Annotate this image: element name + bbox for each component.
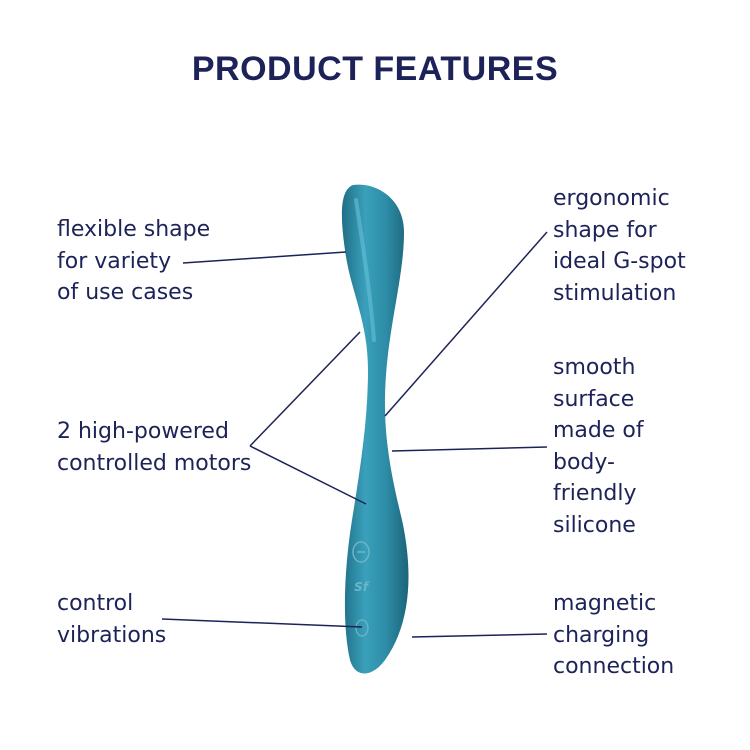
- feature-ergonomic-shape: ergonomic shape for ideal G-spot stimula…: [553, 186, 686, 306]
- vibrator-body: [341, 184, 409, 674]
- line-control: [161, 618, 363, 628]
- brand-logo: Sf: [354, 580, 370, 594]
- line-motor-lower: [249, 445, 367, 505]
- vibration-button-icon: [355, 619, 369, 637]
- line-motor-upper: [249, 331, 361, 447]
- line-flexible: [182, 251, 347, 264]
- body-highlight: [354, 198, 376, 342]
- feature-magnetic-charging: magnetic charging connection: [553, 591, 675, 679]
- feature-control-vibrations: control vibrations: [57, 591, 167, 648]
- callout-lines: [161, 231, 548, 638]
- line-charging: [411, 633, 548, 638]
- feature-smooth-surface: smooth surface made of body- friendly si…: [553, 355, 644, 538]
- line-ergonomic: [384, 231, 548, 417]
- page-title: PRODUCT FEATURES: [191, 50, 559, 88]
- line-surface: [391, 446, 548, 452]
- power-button-icon: [352, 541, 370, 563]
- feature-flexible-shape: flexible shape for variety of use cases: [57, 217, 211, 305]
- feature-motors: 2 high-powered controlled motors: [57, 419, 252, 476]
